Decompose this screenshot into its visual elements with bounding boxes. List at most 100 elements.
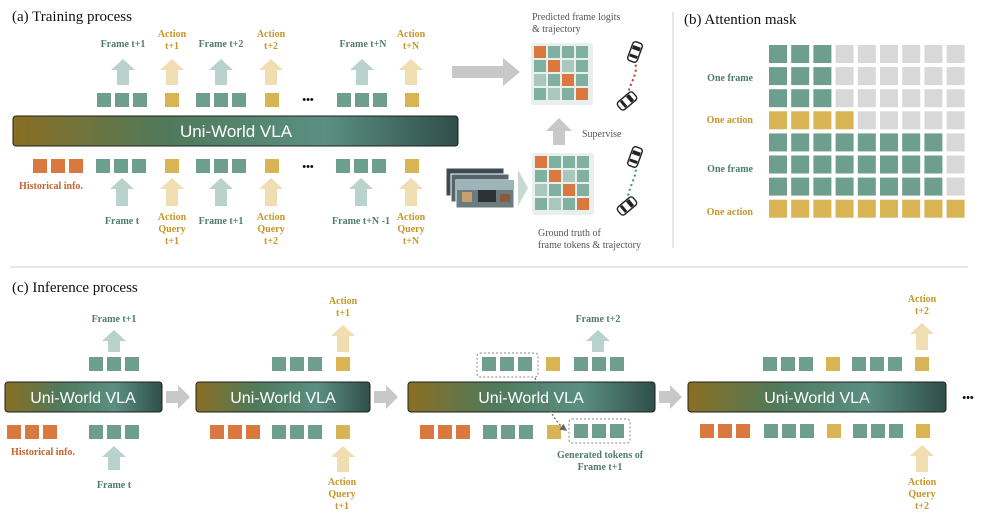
frame-token xyxy=(888,357,902,371)
mask-cell xyxy=(880,155,898,174)
frame-token xyxy=(125,357,139,371)
frame-token xyxy=(290,425,304,439)
mask-cell xyxy=(924,89,943,108)
action-token xyxy=(405,93,419,107)
grid-cell xyxy=(577,170,589,182)
mask-cell xyxy=(924,199,943,218)
frame-token xyxy=(519,425,533,439)
camera-to-gt-arrow xyxy=(518,170,528,206)
historical-token xyxy=(246,425,260,439)
up-arrow-icon xyxy=(160,178,184,206)
action-query-token xyxy=(827,424,841,438)
mask-cell xyxy=(880,111,898,130)
historical-token xyxy=(51,159,65,173)
train-top-label-frame-t1: Frame t+1 xyxy=(101,39,146,50)
mask-cell xyxy=(813,133,832,152)
up-arrow-icon xyxy=(399,59,423,85)
action-query-token xyxy=(547,425,561,439)
training-vla-model: Uni-World VLA xyxy=(12,115,459,147)
action-query-token xyxy=(405,159,419,173)
mask-cell xyxy=(924,177,943,196)
train-label-frame-t: Frame t xyxy=(105,216,140,227)
mask-cell xyxy=(902,45,921,63)
mask-cell xyxy=(857,111,876,130)
grid-cell xyxy=(535,198,547,210)
mask-cell xyxy=(769,67,787,86)
generated-frame-token xyxy=(610,424,624,438)
frame-token xyxy=(610,357,624,371)
generated-tokens-box-bottom xyxy=(568,418,631,444)
mask-row-label: One action xyxy=(707,207,754,218)
grid-cell xyxy=(563,184,575,196)
train-arrow-to-predicted xyxy=(452,58,520,86)
frame-token xyxy=(107,357,121,371)
mask-cell xyxy=(857,133,876,152)
frame-token xyxy=(781,357,795,371)
frame-token xyxy=(889,424,903,438)
mask-cell xyxy=(835,89,854,108)
mask-cell xyxy=(857,89,876,108)
frame-token xyxy=(355,93,369,107)
grid-cell xyxy=(535,184,547,196)
grid-cell xyxy=(563,156,575,168)
mask-cell xyxy=(813,45,832,63)
mask-cell xyxy=(813,199,832,218)
frame-token xyxy=(763,357,777,371)
mask-cell xyxy=(813,177,832,196)
frame-token xyxy=(214,159,228,173)
mask-cell xyxy=(835,67,854,86)
frame-token xyxy=(115,93,129,107)
frame-token xyxy=(272,425,286,439)
train-label-frame-t1: Frame t+1 xyxy=(199,216,244,227)
inf-label-frame-t1: Frame t+1 xyxy=(92,314,137,325)
up-arrow-icon xyxy=(350,59,374,85)
frame-token xyxy=(125,425,139,439)
inference-vla-model-4: Uni-World VLA xyxy=(687,381,947,413)
generated-tokens-arrow xyxy=(534,377,568,431)
train-top-label-frame-t2: Frame t+2 xyxy=(199,39,244,50)
grid-cell xyxy=(549,198,561,210)
frame-token xyxy=(500,357,514,371)
frame-token xyxy=(96,159,110,173)
up-arrow-icon xyxy=(586,330,610,352)
train-label-historical: Historical info. xyxy=(19,181,83,192)
supervise-label: Supervise xyxy=(582,129,622,140)
historical-token xyxy=(33,159,47,173)
up-arrow-icon xyxy=(910,323,934,350)
mask-cell xyxy=(857,155,876,174)
mask-cell xyxy=(924,111,943,130)
training-vla-label: Uni-World VLA xyxy=(180,122,293,141)
mask-cell xyxy=(946,89,965,108)
inf-label-frame-t: Frame t xyxy=(97,480,132,491)
mask-cell xyxy=(880,199,898,218)
frame-token xyxy=(114,159,128,173)
mask-cell xyxy=(857,45,876,63)
grid-cell xyxy=(548,74,560,86)
frame-token xyxy=(592,357,606,371)
mask-cell xyxy=(769,177,787,196)
grid-cell xyxy=(563,198,575,210)
up-arrow-icon xyxy=(349,178,373,206)
camera-images xyxy=(445,167,515,209)
mask-row-label: One action xyxy=(707,115,754,126)
historical-token xyxy=(718,424,732,438)
frame-token xyxy=(799,357,813,371)
mask-cell xyxy=(835,45,854,63)
grid-cell xyxy=(562,74,574,86)
mask-cell xyxy=(791,177,810,196)
mask-row-label: One frame xyxy=(707,73,753,84)
grid-cell xyxy=(577,198,589,210)
frame-token xyxy=(107,425,121,439)
frame-token xyxy=(764,424,778,438)
generated-frame-token xyxy=(592,424,606,438)
action-token xyxy=(165,93,179,107)
action-token xyxy=(265,93,279,107)
grid-cell xyxy=(535,170,547,182)
